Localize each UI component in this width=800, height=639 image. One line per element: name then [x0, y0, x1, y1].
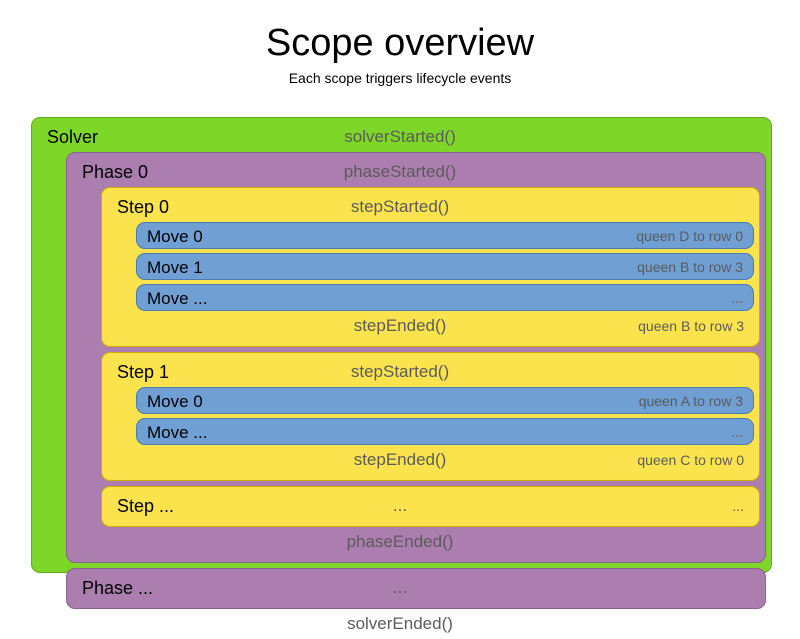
move-label: Move ... — [147, 289, 208, 308]
phase-ellipsis-label: Phase ... — [82, 578, 154, 598]
move-detail: queen B to row 3 — [637, 259, 743, 275]
move-row: Move 0 queen D to row 0 — [137, 223, 753, 250]
step-scope-box-1: Step 1 stepStarted() Move 0 queen A to r… — [101, 352, 760, 481]
step-ellipsis-label: Step ... — [117, 496, 175, 516]
move-detail: queen A to row 3 — [638, 393, 743, 409]
solver-header-row: Solver solverStarted() — [37, 122, 766, 152]
page-title: Scope overview — [265, 22, 535, 64]
step-ellipsis-row: Step ... ... ... — [107, 491, 754, 521]
scope-overview-diagram: Scope overview Each scope triggers lifec… — [0, 20, 800, 633]
step-ended-detail-1: queen C to row 0 — [637, 452, 744, 468]
move-row: Move 0 queen A to row 3 — [137, 388, 753, 415]
phase-scope-box-ellipsis: Phase ... ... — [66, 568, 766, 609]
solver-started-event: solverStarted() — [344, 127, 456, 146]
step-ellipsis-detail: ... — [732, 498, 744, 514]
step-ended-detail-0: queen B to row 3 — [638, 318, 744, 334]
heading-block: Scope overview Each scope triggers lifec… — [0, 20, 800, 88]
phase-started-event: phaseStarted() — [343, 162, 457, 181]
phase-ended-event: phaseEnded() — [346, 532, 454, 551]
move-box-0-0: Move 0 queen D to row 0 — [136, 222, 754, 249]
solver-label: Solver — [47, 127, 99, 147]
solver-ended-event: solverEnded() — [347, 614, 453, 633]
step-label-1: Step 1 — [117, 362, 170, 382]
step-header-row-1: Step 1 stepStarted() — [107, 357, 754, 387]
move-row: Move 1 queen B to row 3 — [137, 254, 753, 281]
step-header-row-0: Step 0 stepStarted() — [107, 192, 754, 222]
phase-scope-box: Phase 0 phaseStarted() Step 0 stepStarte… — [66, 152, 766, 563]
move-detail: queen D to row 0 — [636, 228, 743, 244]
move-row: Move ... ... — [137, 419, 753, 446]
move-detail: ... — [731, 424, 743, 440]
step-started-event-1: stepStarted() — [350, 362, 450, 381]
phase-label: Phase 0 — [82, 162, 149, 182]
solver-footer-row: solverEnded() — [37, 609, 766, 639]
move-box-0-1: Move 1 queen B to row 3 — [136, 253, 754, 280]
step-footer-row-0: stepEnded() queen B to row 3 — [107, 311, 754, 341]
move-box-1-1: Move ... ... — [136, 418, 754, 445]
move-label: Move 0 — [147, 227, 203, 246]
step-scope-box-0: Step 0 stepStarted() Move 0 queen D to r… — [101, 187, 760, 347]
step-label-0: Step 0 — [117, 197, 170, 217]
step-ended-event-1: stepEnded() — [353, 450, 447, 469]
move-box-0-2: Move ... ... — [136, 284, 754, 311]
move-row: Move ... ... — [137, 285, 753, 312]
move-detail: ... — [731, 290, 743, 306]
move-label: Move 1 — [147, 258, 203, 277]
move-box-1-0: Move 0 queen A to row 3 — [136, 387, 754, 414]
step-footer-row-1: stepEnded() queen C to row 0 — [107, 445, 754, 475]
phase-ellipsis-event: ... — [392, 578, 408, 597]
phase-footer-row: phaseEnded() — [72, 527, 760, 557]
step-scope-box-ellipsis: Step ... ... ... — [101, 486, 760, 527]
page-subtitle: Each scope triggers lifecycle events — [288, 70, 512, 86]
step-started-event-0: stepStarted() — [350, 197, 450, 216]
move-label: Move 0 — [147, 392, 203, 411]
phase-header-row: Phase 0 phaseStarted() — [72, 157, 760, 187]
step-ended-event-0: stepEnded() — [353, 316, 447, 335]
phase-ellipsis-row: Phase ... ... — [72, 573, 760, 603]
solver-scope-box: Solver solverStarted() Phase 0 phaseStar… — [31, 117, 772, 633]
move-label: Move ... — [147, 423, 208, 442]
